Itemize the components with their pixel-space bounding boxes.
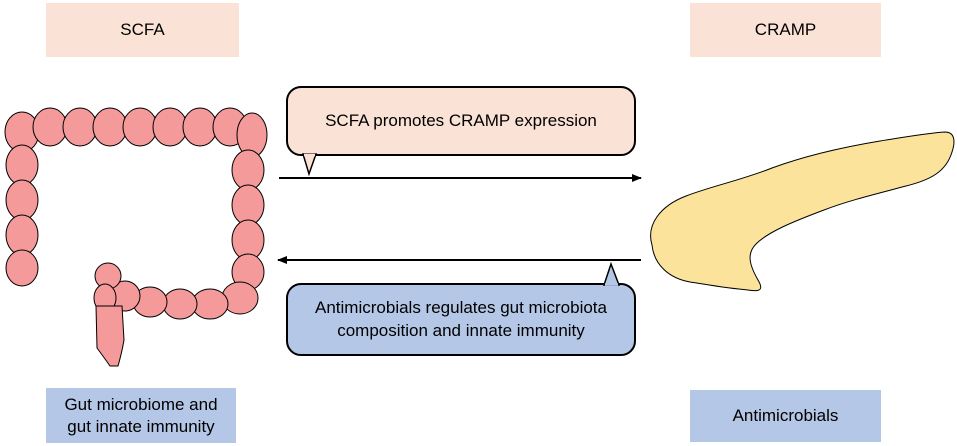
cramp-label: CRAMP — [690, 3, 881, 57]
gut-microbiome-label: Gut microbiome and gut innate immunity — [46, 388, 236, 443]
callout-bottom-text: Antimicrobials regulates gut microbiota … — [315, 298, 607, 340]
antimicrobials-label: Antimicrobials — [690, 390, 881, 442]
callout-top-text: SCFA promotes CRAMP expression — [325, 110, 597, 130]
callout-top-box — [286, 86, 636, 177]
scfa-label: SCFA — [46, 3, 239, 57]
large-intestine-icon — [4, 107, 268, 367]
callout-bottom-box — [286, 261, 636, 356]
pancreas-icon — [650, 131, 955, 292]
